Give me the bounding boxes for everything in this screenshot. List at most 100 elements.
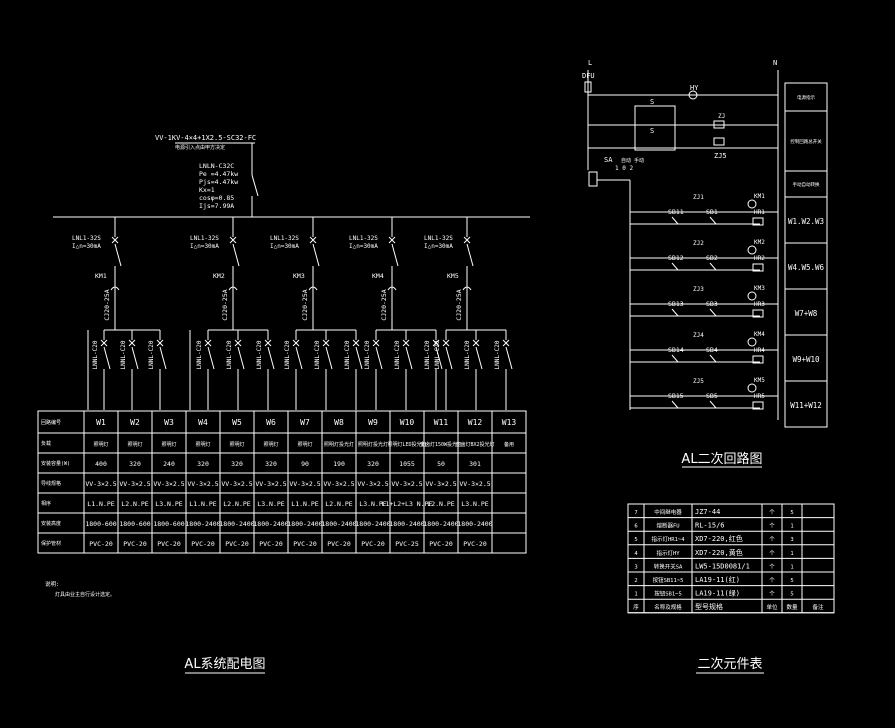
rcd-blade [232,243,240,267]
rcd-blade [466,243,474,267]
branch-x-mark [264,339,272,347]
branch-x-mark [402,339,410,347]
cell-power-9: 1055 [399,460,415,468]
cell-conduit-1: PVC-20 [123,540,147,548]
cell-power-8: 320 [367,460,379,468]
side-label-0: 电源指示 [797,94,815,101]
branch-breaker-label: LNNL-C20 [434,340,441,369]
relay-coil-1 [713,120,725,129]
branch-x-mark [352,339,360,347]
parts-cell-7-1: 名称及规格 [654,603,682,611]
parts-cell-6-2: LA19-11(绿) [695,589,740,598]
parts-cell-3-0: 4 [634,551,638,557]
rcd-model-label: LNL1-32S [424,235,453,242]
parts-cell-1-2: RL-15/6 [695,522,725,530]
parts-cell-1-4: 1 [790,524,793,530]
pushbutton-symbol [709,216,717,225]
contactor-coil [228,286,238,291]
main-breaker-spec-5: Ijs=7.99A [199,202,234,210]
side-desc-label: W1.W2.W3 [788,217,824,226]
incoming-note-label: 电源引入点由甲方决定 [175,144,225,151]
cell-phase-4: L2.N.PE [223,500,250,508]
cell-loads-6: 照明灯 [297,441,312,448]
rcd-x-mark [463,236,471,244]
branch-x-mark [322,339,330,347]
branch-blade [355,346,363,370]
cell-loads-9: 照明灯LED投光灯 [387,441,426,448]
cell-power-1: 320 [129,460,141,468]
lamp-symbol [747,291,757,301]
side-desc-border [784,196,828,428]
branch-x-mark [128,339,136,347]
branch-breaker-label: LNNL-C20 [314,340,321,369]
cell-height-7: 1800-2400 [321,520,356,528]
branch-x-mark [502,339,510,347]
branch-breaker-label: LNNL-C20 [424,340,431,369]
relay-row-label: ZJ4 [693,332,704,339]
branch-breaker-label: LNNL-C20 [256,340,263,369]
coil-symbol [752,401,764,410]
contactor-model-label: CJ20-25A [301,289,309,320]
cell-cable-8: VV-3×2.5 [357,480,388,488]
lamp-symbol [747,337,757,347]
cell-power-10: 50 [437,460,445,468]
cell-loads-7: 照明灯投光灯 [324,441,354,448]
contactor-label: KM2 [213,272,225,280]
branch-blade [131,346,139,370]
relay-coil-2 [713,137,725,146]
rcd-model-label: LNL1-32S [270,235,299,242]
lamp-row-label: HR4 [754,347,765,354]
branch-blade [159,346,167,370]
branch-x-mark [100,339,108,347]
left-diagram-title: AL系统配电图 [184,657,265,672]
lamp-symbol [747,245,757,255]
cell-phase-3: L1.N.PE [189,500,216,508]
cell-columns-7: W8 [334,418,344,427]
rcd-x-mark [309,236,317,244]
pushbutton-symbol [671,354,679,363]
pushbutton-symbol [709,354,717,363]
cell-power-6: 90 [301,460,309,468]
branch-x-mark [292,339,300,347]
side-desc-label: W9+W10 [792,355,820,364]
rcd-current-label: I△n=30mA [190,243,219,250]
branch-blade [267,346,275,370]
cell-cable-3: VV-3×2.5 [187,480,218,488]
branch-blade [405,346,413,370]
cell-phase-7: L2.N.PE [325,500,352,508]
contactor-row-label: KM4 [754,331,765,338]
contactor-label: KM1 [95,272,107,280]
side-desc-label: W11+W12 [790,401,822,410]
branch-blade [325,346,333,370]
supply-L-label: L [588,59,592,67]
branch-breaker-label: LNNL-C20 [364,340,371,369]
parts-cell-5-0: 2 [634,578,637,584]
row-header-3: 导线规格 [41,480,61,487]
parts-cell-2-0: 5 [634,537,637,543]
cell-power-3: 320 [197,460,209,468]
selector-note: 1 0 2 [615,165,633,172]
cell-loads-12: 备用 [504,441,514,448]
main-breaker-spec-3: Kx=1 [199,186,215,194]
rcd-model-label: LNL1-32S [349,235,378,242]
parts-cell-3-4: 1 [790,551,793,557]
coil-symbol [752,355,764,364]
cell-loads-0: 照明灯 [93,441,108,448]
contactor-model-label: CJ20-25A [455,289,463,320]
cell-conduit-3: PVC-20 [191,540,215,548]
cell-height-1: 1800-600 [119,520,150,528]
contactor-model-label: CJ20-25A [103,289,111,320]
branch-blade [505,346,513,370]
branch-blade [375,346,383,370]
cell-power-7: 190 [333,460,345,468]
branch-breaker-label: LNNL-C20 [196,340,203,369]
sb-stop-label: SB12 [668,254,684,262]
parts-cell-1-3: 个 [769,523,775,530]
footnote-title: 说明: [45,580,59,588]
cell-columns-9: W10 [400,418,415,427]
coil-symbol [752,309,764,318]
sb-stop-label: SB13 [668,300,684,308]
indicator-lamp [688,90,698,100]
cell-columns-4: W5 [232,418,242,427]
